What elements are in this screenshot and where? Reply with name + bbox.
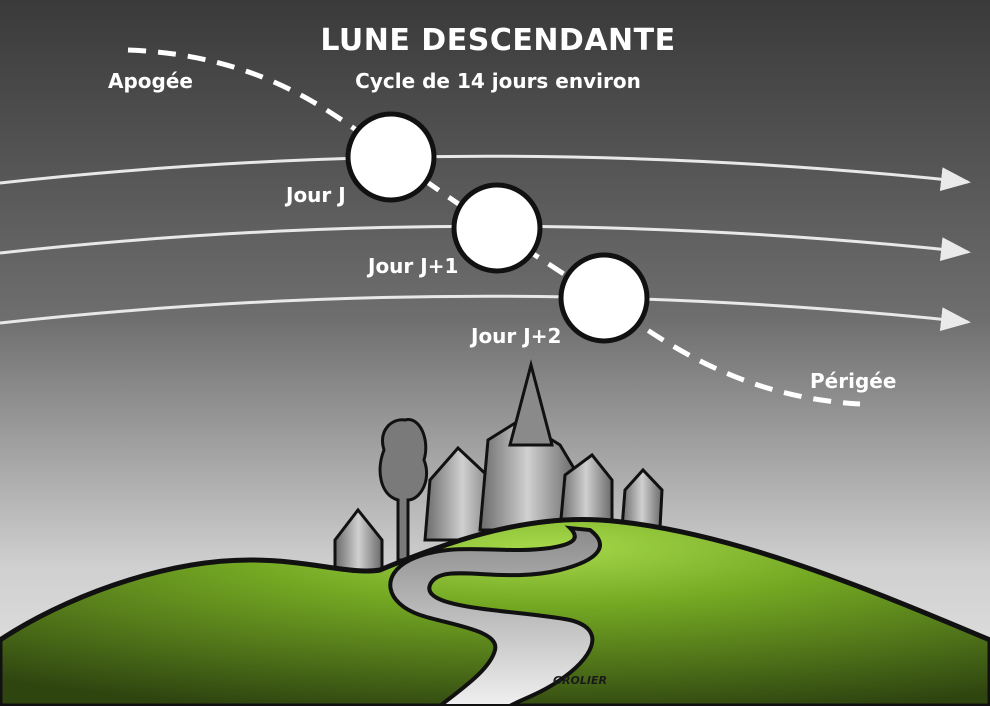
diagram-subtitle: Cycle de 14 jours environ xyxy=(355,69,641,93)
village-silhouette xyxy=(333,359,664,572)
daily-arc-3 xyxy=(0,294,971,332)
moons xyxy=(345,111,650,344)
tree-icon xyxy=(378,418,429,562)
diagram-title: LUNE DESCENDANTE xyxy=(320,23,675,58)
moon-day-j xyxy=(345,111,437,203)
day-label-j: Jour J xyxy=(284,183,346,207)
day-label-j1: Jour J+1 xyxy=(366,254,458,278)
artist-signature: GROLIER xyxy=(553,674,607,687)
apogee-label: Apogée xyxy=(108,69,193,93)
moon-day-j2 xyxy=(558,252,650,344)
day-label-j2: Jour J+2 xyxy=(469,324,561,348)
perigee-label: Périgée xyxy=(810,369,896,393)
church-spire-icon xyxy=(508,359,554,447)
moon-day-j1 xyxy=(451,182,543,274)
daily-arc-1 xyxy=(0,154,971,192)
